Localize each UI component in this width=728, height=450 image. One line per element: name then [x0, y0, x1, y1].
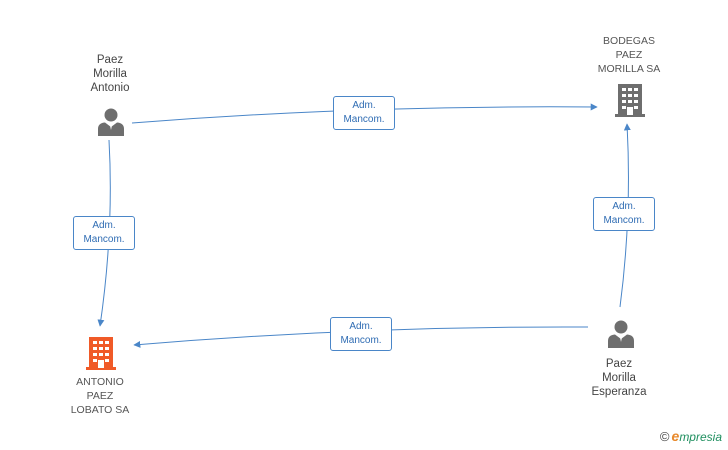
node-label-paez-morilla-antonio[interactable]: Paez Morilla Antonio: [70, 53, 150, 95]
edge-label-line: Adm.: [352, 100, 376, 111]
edge-label-line: Adm.: [92, 220, 116, 231]
building-icon[interactable]: [615, 84, 645, 117]
label-line: Antonio: [90, 82, 130, 94]
label-line: LOBATO SA: [70, 404, 130, 416]
edge-label-line: Mancom.: [340, 335, 382, 346]
copyright-symbol: ©: [659, 429, 670, 444]
label-line: MORILLA SA: [597, 63, 661, 75]
node-label-bodegas-paez-morilla[interactable]: BODEGAS PAEZ MORILLA SA: [584, 34, 674, 76]
brand-name: mpresia: [679, 430, 722, 444]
label-line: Morilla: [602, 372, 636, 384]
label-line: ANTONIO: [76, 376, 124, 388]
person-icon[interactable]: [608, 320, 634, 349]
label-line: Paez: [96, 54, 124, 66]
brand-initial: e: [671, 428, 680, 444]
edge-label-line: Adm.: [612, 201, 636, 212]
edge-label-esperanza-bodegas[interactable]: Adm. Mancom.: [593, 197, 655, 231]
edge-label-line: Adm.: [349, 321, 373, 332]
edge-label-line: Mancom.: [603, 215, 645, 226]
person-icon[interactable]: [98, 108, 124, 137]
label-line: Paez: [605, 358, 633, 370]
edge-label-antonio-lobato[interactable]: Adm. Mancom.: [73, 216, 135, 250]
edge-label-esperanza-lobato[interactable]: Adm. Mancom.: [330, 317, 392, 351]
label-line: Esperanza: [591, 386, 647, 398]
label-line: BODEGAS: [603, 35, 655, 47]
label-line: Morilla: [93, 68, 127, 80]
edge-label-line: Mancom.: [343, 114, 385, 125]
building-icon[interactable]: [86, 337, 116, 370]
node-label-paez-morilla-esperanza[interactable]: Paez Morilla Esperanza: [574, 357, 664, 399]
node-label-antonio-paez-lobato[interactable]: ANTONIO PAEZ LOBATO SA: [55, 375, 145, 417]
label-line: PAEZ: [615, 49, 643, 61]
edge-label-line: Mancom.: [83, 234, 125, 245]
brand-logo: ©empresia: [660, 428, 722, 444]
edge-label-antonio-bodegas[interactable]: Adm. Mancom.: [333, 96, 395, 130]
label-line: PAEZ: [86, 390, 114, 402]
